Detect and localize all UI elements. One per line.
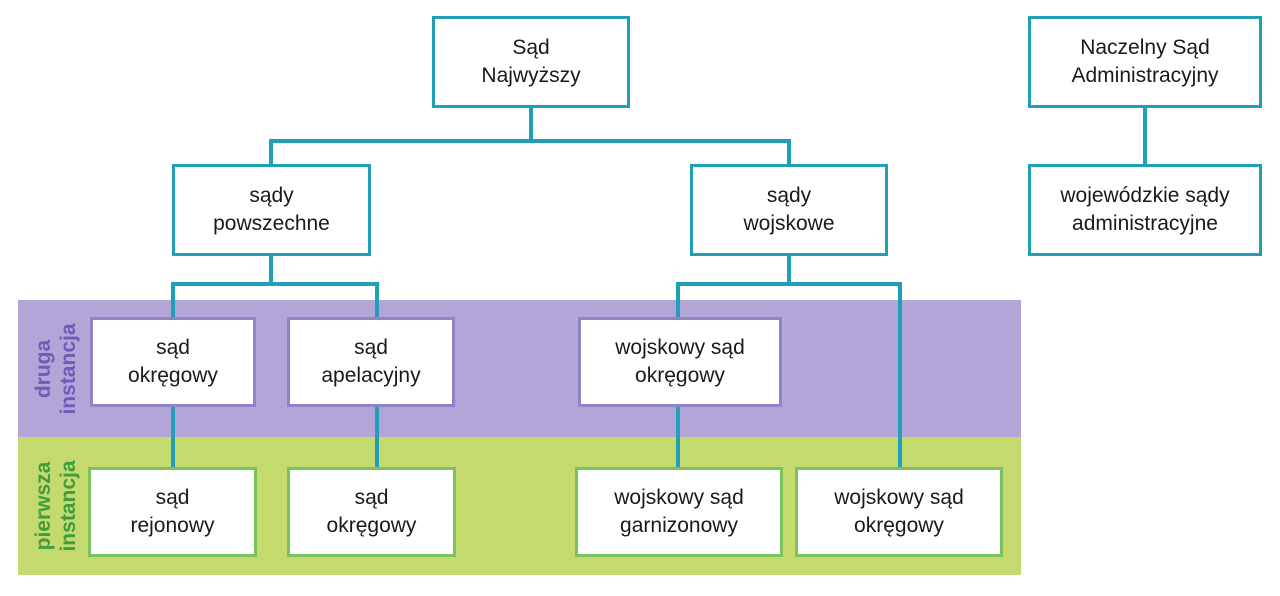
- node-label-line: okręgowy: [854, 514, 944, 537]
- node-sad-najwyzszy: Sąd Najwyższy: [432, 16, 630, 108]
- connector-to-wojskowy-sad-okregowy-pierwsza: [898, 282, 902, 467]
- node-wojskowy-sad-okregowy-pierwsza-instancja: wojskowy sąd okręgowy: [795, 467, 1003, 557]
- connector-sn-horizontal: [269, 139, 791, 143]
- connector-to-sady-powszechne: [269, 139, 273, 164]
- connector-sn-down: [529, 108, 533, 139]
- node-sad-rejonowy: sąd rejonowy: [88, 467, 257, 557]
- node-wojewodzkie-sady-administracyjne: wojewódzkie sądy administracyjne: [1028, 164, 1262, 256]
- node-label-line: powszechne: [213, 212, 330, 235]
- connector-nsa-to-wsa: [1143, 108, 1147, 164]
- node-label-line: sądy: [766, 184, 812, 207]
- node-label-line: apelacyjny: [321, 364, 421, 387]
- band-label-line: instancja: [57, 460, 80, 552]
- connector-apelacyjny-to-okregowy: [375, 407, 379, 467]
- connector-powszechne-down: [269, 256, 273, 282]
- node-label-line: administracyjne: [1072, 212, 1218, 235]
- connector-wojskowe-down: [787, 256, 791, 282]
- node-label-line: Najwyższy: [481, 64, 581, 87]
- band-label-line: instancja: [57, 322, 80, 415]
- node-label-line: wojewódzkie sądy: [1060, 184, 1230, 207]
- node-sad-okregowy-druga-instancja: sąd okręgowy: [90, 317, 256, 407]
- band-label-first-instance: pierwsza instancja: [18, 437, 94, 575]
- connector-okregowy-to-rejonowy: [171, 407, 175, 467]
- node-label-line: okręgowy: [128, 364, 218, 387]
- node-sad-apelacyjny: sąd apelacyjny: [287, 317, 455, 407]
- node-sady-powszechne: sądy powszechne: [172, 164, 371, 256]
- band-label-second-instance: druga instancja: [18, 300, 94, 437]
- band-label-first-instance-text: pierwsza instancja: [31, 460, 81, 551]
- band-label-second-instance-text: druga instancja: [31, 323, 81, 414]
- node-label-line: garnizonowy: [620, 514, 738, 537]
- band-label-line: pierwsza: [32, 461, 55, 551]
- node-label-line: Administracyjny: [1071, 64, 1219, 87]
- connector-wojskowe-horizontal: [676, 282, 902, 286]
- node-label-line: okręgowy: [635, 364, 725, 387]
- node-label-line: wojskowy sąd: [615, 336, 745, 359]
- node-label-line: Naczelny Sąd: [1080, 36, 1210, 59]
- band-label-line: druga: [32, 339, 55, 398]
- connector-to-sady-wojskowe: [787, 139, 791, 164]
- node-wojskowy-sad-garnizonowy: wojskowy sąd garnizonowy: [575, 467, 783, 557]
- node-wojskowy-sad-okregowy-druga-instancja: wojskowy sąd okręgowy: [578, 317, 782, 407]
- node-label-line: sąd: [354, 336, 388, 359]
- node-label-line: sąd: [354, 486, 389, 509]
- node-label-line: wojskowe: [743, 212, 835, 235]
- connector-wso-to-garnizonowy: [676, 407, 680, 467]
- node-label-line: sądy: [249, 184, 294, 207]
- node-label-line: wojskowy sąd: [614, 486, 744, 509]
- node-label-line: sąd: [155, 486, 190, 509]
- node-label-line: okręgowy: [326, 514, 417, 537]
- node-label-line: sąd: [156, 336, 190, 359]
- node-sady-wojskowe: sądy wojskowe: [690, 164, 888, 256]
- node-sad-okregowy-pierwsza-instancja: sąd okręgowy: [287, 467, 456, 557]
- node-naczelny-sad-administracyjny: Naczelny Sąd Administracyjny: [1028, 16, 1262, 108]
- connector-to-wojskowy-sad-okregowy-druga: [676, 282, 680, 317]
- connector-to-sad-apelacyjny: [375, 282, 379, 317]
- connector-powszechne-horizontal: [171, 282, 379, 286]
- node-label-line: rejonowy: [130, 514, 215, 537]
- node-label-line: wojskowy sąd: [834, 486, 964, 509]
- node-label-line: Sąd: [512, 36, 550, 59]
- connector-to-sad-okregowy-druga: [171, 282, 175, 317]
